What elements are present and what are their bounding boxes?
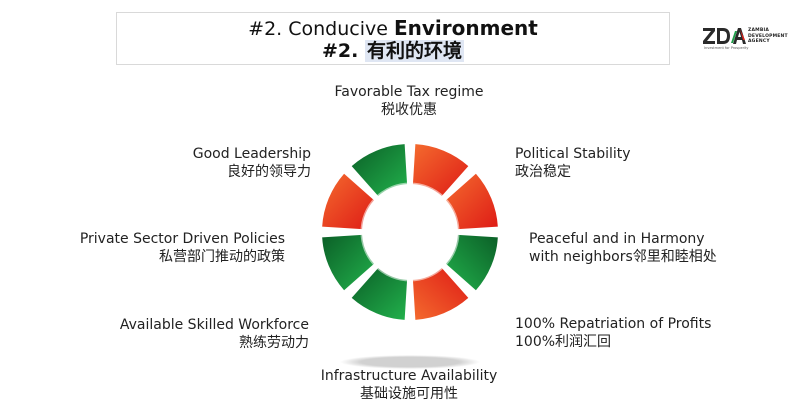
label-tax-en: Favorable Tax regime [334, 84, 484, 100]
segment-right-top [445, 173, 498, 230]
cycle-segments [322, 144, 498, 320]
cycle-diagram [322, 144, 498, 369]
label-leadership-en: Good Leadership [192, 146, 311, 162]
zda-logo-name: ZAMBIA DEVELOPMENT AGENCY [748, 28, 788, 45]
label-repatriation-zh: 100%利润汇回 [515, 334, 612, 350]
label-political-zh: 政治稳定 [515, 164, 571, 180]
zda-logo-name-line3: AGENCY [748, 39, 770, 44]
label-peaceful-zh: with neighbors邻里和睦相处 [529, 249, 717, 265]
zda-logo-tagline: Investment for Prosperity [704, 46, 749, 50]
label-private-sector-en: Private Sector Driven Policies [79, 231, 285, 247]
label-tax: Favorable Tax regime 税收优惠 [309, 83, 509, 119]
title-box: #2. Conducive Environment #2. 有利的环境 [116, 12, 670, 65]
title-english-prefix: #2. Conducive [248, 18, 394, 40]
segment-bottom-left [351, 267, 408, 320]
diagram-shadow [340, 355, 480, 369]
label-infrastructure: Infrastructure Availability 基础设施可用性 [309, 367, 509, 403]
title-chinese-prefix: #2. [322, 40, 365, 62]
label-private-sector: Private Sector Driven Policies 私营部门推动的政策 [80, 230, 285, 266]
center-hole [364, 186, 456, 278]
label-peaceful-en: Peaceful and in Harmony [529, 231, 705, 247]
label-leadership: Good Leadership 良好的领导力 [193, 145, 311, 181]
segment-right-bottom [445, 234, 498, 291]
label-tax-zh: 税收优惠 [381, 102, 437, 118]
title-chinese: #2. 有利的环境 [117, 40, 669, 62]
label-infrastructure-en: Infrastructure Availability [320, 368, 498, 384]
label-political: Political Stability 政治稳定 [515, 145, 631, 181]
title-chinese-highlight: 有利的环境 [364, 40, 464, 62]
label-workforce-zh: 熟练劳动力 [239, 335, 309, 351]
label-workforce-en: Available Skilled Workforce [119, 317, 309, 333]
label-repatriation: 100% Repatriation of Profits 100%利润汇回 [515, 315, 711, 351]
title-english-bold: Environment [393, 16, 538, 40]
title-english: #2. Conducive Environment [117, 17, 669, 40]
segment-bottom-right [412, 267, 469, 320]
label-leadership-zh: 良好的领导力 [227, 164, 311, 180]
zda-logo-name-line2: DEVELOPMENT [748, 33, 788, 39]
zda-logo-name-line1: ZAMBIA [748, 28, 770, 33]
label-infrastructure-zh: 基础设施可用性 [360, 386, 458, 402]
inner-ring [360, 182, 460, 282]
zda-logo: ZAMBIA DEVELOPMENT AGENCY Investment for… [702, 26, 788, 52]
label-repatriation-en: 100% Repatriation of Profits [515, 316, 712, 332]
label-peaceful: Peaceful and in Harmony with neighbors邻里… [529, 230, 717, 266]
segment-top-right [412, 144, 469, 197]
zda-logo-mark-icon [703, 28, 746, 44]
label-private-sector-zh: 私营部门推动的政策 [159, 249, 285, 265]
label-political-en: Political Stability [515, 146, 631, 162]
segment-left-bottom [322, 234, 375, 291]
label-workforce: Available Skilled Workforce 熟练劳动力 [120, 316, 309, 352]
segment-left-top [322, 173, 375, 230]
segment-top-left [351, 144, 408, 197]
